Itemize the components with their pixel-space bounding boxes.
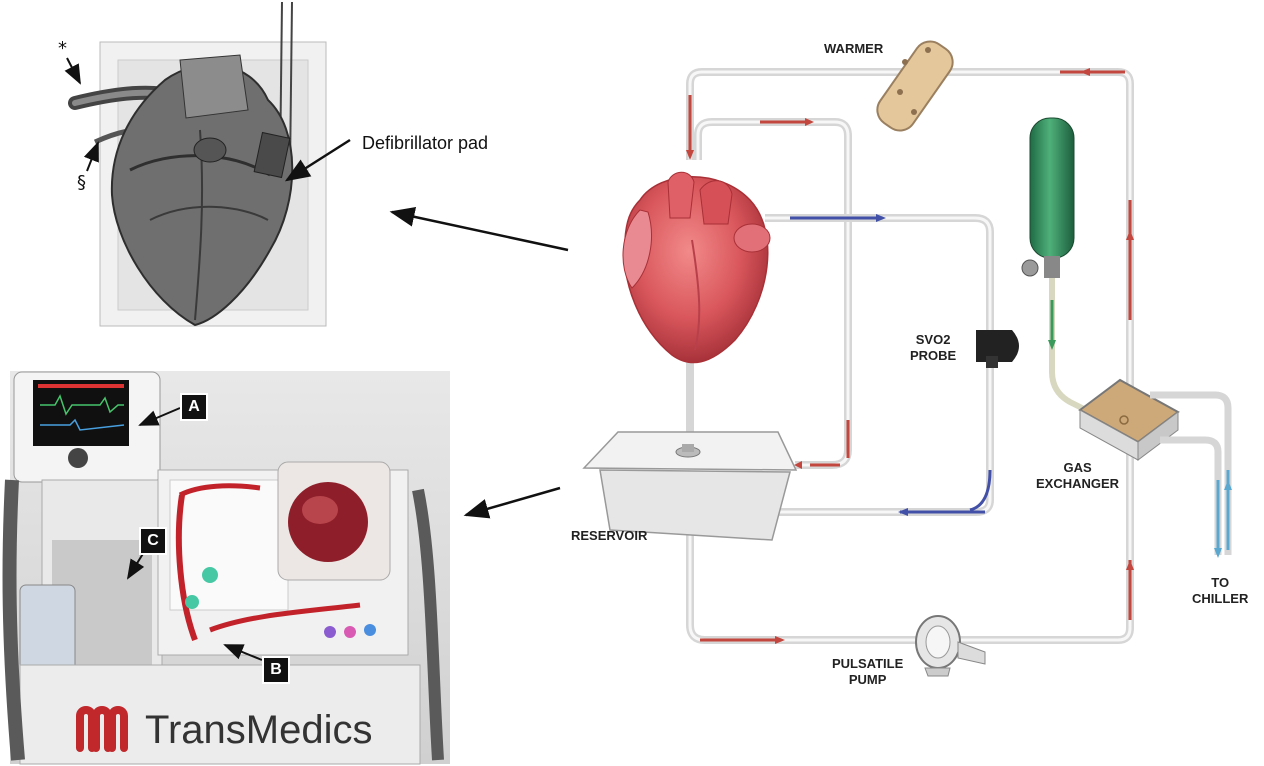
svo2-probe-label-line2: PROBE bbox=[910, 348, 956, 364]
defibrillator-pad-label: Defibrillator pad bbox=[362, 133, 488, 154]
svo2-probe-label-line1: SVO2 bbox=[910, 332, 956, 348]
reservoir-container bbox=[584, 432, 796, 540]
to-chiller-label: TO CHILLER bbox=[1192, 575, 1248, 607]
to-chiller-label-line1: TO bbox=[1192, 575, 1248, 591]
warmer-unit bbox=[871, 35, 959, 137]
warmer-label: WARMER bbox=[824, 41, 883, 57]
section-pointer-arrow bbox=[87, 143, 98, 171]
reservoir-label: RESERVOIR bbox=[571, 528, 647, 544]
asterisk-pointer-arrow bbox=[67, 58, 80, 83]
to-sketch-arrow bbox=[392, 212, 568, 250]
pulsatile-pump-device bbox=[916, 616, 985, 676]
svo2-probe-label: SVO2 PROBE bbox=[910, 332, 956, 364]
heart-sketch-illustration bbox=[75, 2, 326, 326]
gas-exchanger-label-line1: GAS bbox=[1036, 460, 1119, 476]
organ-care-device-photo bbox=[10, 371, 450, 764]
to-device-arrow bbox=[466, 488, 560, 515]
donor-heart-illustration bbox=[623, 172, 770, 362]
gas-exchanger-label: GAS EXCHANGER bbox=[1036, 460, 1119, 492]
to-chiller-label-line2: CHILLER bbox=[1192, 591, 1248, 607]
pulsatile-pump-label-line2: PUMP bbox=[832, 672, 903, 688]
brand-wordmark: TransMedics bbox=[145, 708, 372, 753]
section-marker: § bbox=[77, 172, 86, 193]
callout-badge-c: C bbox=[139, 527, 167, 555]
pulsatile-pump-label-line1: PULSATILE bbox=[832, 656, 903, 672]
callout-badge-b: B bbox=[262, 656, 290, 684]
svo2-probe-device bbox=[976, 330, 1019, 368]
gas-exchanger-label-line2: EXCHANGER bbox=[1036, 476, 1119, 492]
callout-badge-a: A bbox=[180, 393, 208, 421]
asterisk-marker: * bbox=[58, 38, 67, 59]
pulsatile-pump-label: PULSATILE PUMP bbox=[832, 656, 903, 688]
oxygen-tank bbox=[1022, 118, 1090, 412]
